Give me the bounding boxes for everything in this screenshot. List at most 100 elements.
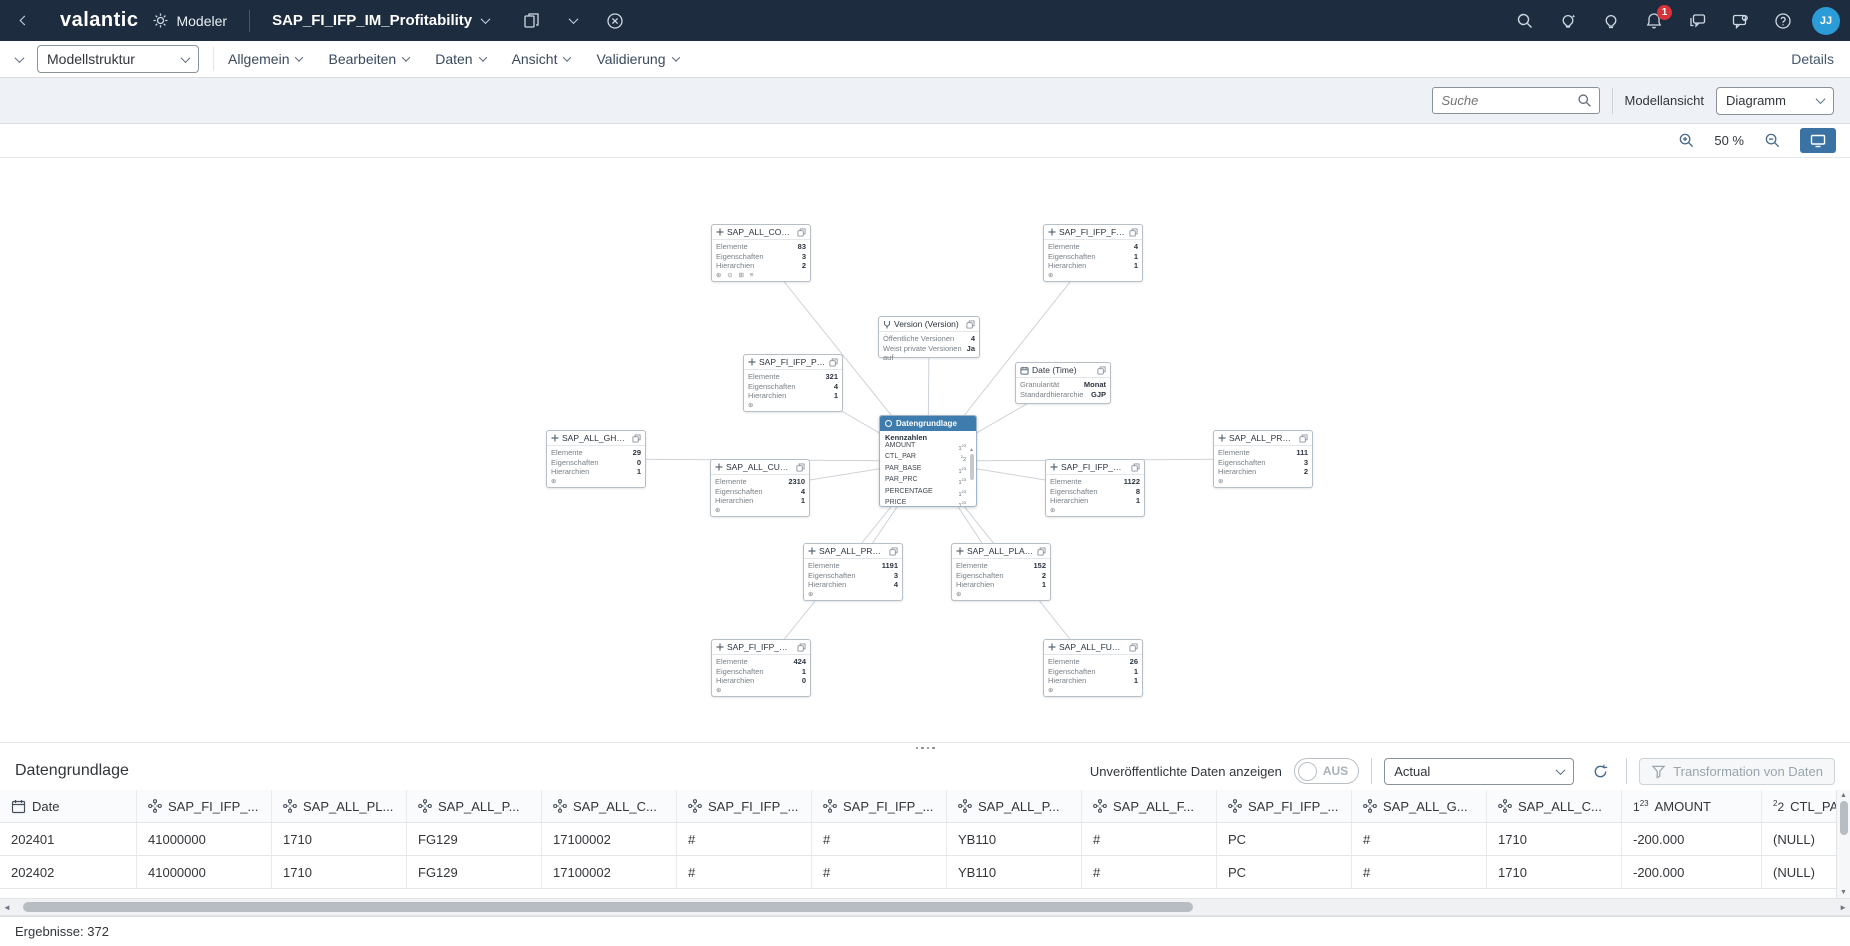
scroll-down-icon[interactable]: ▼: [1840, 889, 1847, 896]
diagram-node-gla[interactable]: SAP_FI_IFP_GLA...Elemente1122Eigenschaft…: [1045, 459, 1145, 517]
cell[interactable]: 17100002: [542, 823, 677, 855]
cell[interactable]: #: [812, 856, 947, 888]
column-header-sap-all-p-[interactable]: SAP_ALL_P...: [407, 790, 542, 822]
scroll-up-icon[interactable]: ▲: [1840, 792, 1847, 799]
overview-toggle-button[interactable]: [1800, 128, 1836, 153]
cell[interactable]: #: [1082, 856, 1217, 888]
column-header-sap-all-c-[interactable]: SAP_ALL_C...: [1487, 790, 1622, 822]
cell[interactable]: #: [1352, 856, 1487, 888]
cell[interactable]: FG129: [407, 856, 542, 888]
menu-daten[interactable]: Daten: [435, 51, 487, 67]
cell[interactable]: 17100002: [542, 856, 677, 888]
cell[interactable]: 202401: [0, 823, 137, 855]
diagram-node-custo[interactable]: SAP_ALL_CUSTO...Elemente2310Eigenschafte…: [710, 459, 810, 517]
cell[interactable]: 1710: [272, 823, 407, 855]
column-header-sap-fi-ifp-[interactable]: SAP_FI_IFP_...: [1217, 790, 1352, 822]
more-versions-button[interactable]: [559, 7, 587, 35]
copy-icon[interactable]: [1131, 462, 1140, 472]
scroll-right-icon[interactable]: ►: [1839, 902, 1847, 912]
column-header-sap-all-p-[interactable]: SAP_ALL_P...: [947, 790, 1082, 822]
menu-ansicht[interactable]: Ansicht: [512, 51, 572, 67]
structure-select[interactable]: Modellstruktur: [37, 45, 199, 73]
collapse-toolbar-button[interactable]: [14, 52, 25, 63]
notifications-button[interactable]: 1: [1640, 4, 1672, 35]
help-button[interactable]: [1769, 7, 1797, 35]
cell[interactable]: 1710: [1487, 823, 1622, 855]
copy-icon[interactable]: [797, 227, 806, 237]
menu-bearbeiten[interactable]: Bearbeiten: [328, 51, 411, 67]
discussions-button[interactable]: [1683, 7, 1711, 35]
cell[interactable]: #: [1082, 823, 1217, 855]
cell[interactable]: #: [812, 823, 947, 855]
details-link[interactable]: Details: [1791, 51, 1834, 67]
cell[interactable]: #: [1352, 823, 1487, 855]
copy-icon[interactable]: [1097, 365, 1106, 375]
copy-icon[interactable]: [1299, 433, 1308, 443]
table-vertical-scrollbar[interactable]: ▲ ▼: [1836, 790, 1850, 898]
model-title-chevron-icon[interactable]: [480, 14, 491, 25]
column-header-sap-fi-ifp-[interactable]: SAP_FI_IFP_...: [677, 790, 812, 822]
cell[interactable]: 1710: [1487, 856, 1622, 888]
cell[interactable]: YB110: [947, 856, 1082, 888]
copy-icon[interactable]: [1129, 227, 1138, 237]
cell[interactable]: 41000000: [137, 823, 272, 855]
refresh-button[interactable]: [1586, 757, 1614, 785]
feedback-button[interactable]: [1726, 7, 1754, 35]
open-in-window-button[interactable]: [517, 7, 545, 35]
copy-icon[interactable]: [797, 642, 806, 652]
search-input[interactable]: [1439, 92, 1577, 109]
cell[interactable]: FG129: [407, 823, 542, 855]
diagram-node-qua[interactable]: SAP_FI_IFP_QUA...Elemente424Eigenschafte…: [711, 639, 811, 697]
diagram-node-profi[interactable]: SAP_ALL_PROFI...Elemente111Eigenschaften…: [1213, 430, 1313, 488]
menu-validierung[interactable]: Validierung: [596, 51, 680, 67]
copy-icon[interactable]: [889, 546, 898, 556]
insights-button[interactable]: [1597, 7, 1625, 35]
copy-icon[interactable]: [796, 462, 805, 472]
cell[interactable]: -200.000: [1622, 823, 1762, 855]
zoom-in-button[interactable]: [1672, 127, 1700, 155]
hscroll-thumb[interactable]: [22, 902, 1193, 912]
column-header-date[interactable]: Date: [0, 790, 137, 822]
cell[interactable]: 202402: [0, 856, 137, 888]
diagram-node-fixv[interactable]: SAP_FI_IFP_FIXV...Elemente4Eigenschaften…: [1043, 224, 1143, 282]
menu-allgemein[interactable]: Allgemein: [228, 51, 304, 67]
search-button[interactable]: [1511, 7, 1539, 35]
close-model-button[interactable]: [601, 7, 629, 35]
cell[interactable]: YB110: [947, 823, 1082, 855]
cell[interactable]: PC: [1217, 856, 1352, 888]
copy-icon[interactable]: [1037, 546, 1046, 556]
zoom-out-button[interactable]: [1758, 127, 1786, 155]
ai-assistant-button[interactable]: [1554, 7, 1582, 35]
diagram-node-prt[interactable]: SAP_FI_IFP_PRT...Elemente321Eigenschafte…: [743, 354, 843, 412]
copy-icon[interactable]: [1129, 642, 1138, 652]
column-header-sap-all-g-[interactable]: SAP_ALL_G...: [1352, 790, 1487, 822]
diagram-node-plant[interactable]: SAP_ALL_PLANT...Elemente152Eigenschaften…: [951, 543, 1051, 601]
unpublished-toggle[interactable]: AUS: [1293, 758, 1360, 784]
column-header-sap-all-c-[interactable]: SAP_ALL_C...: [542, 790, 677, 822]
diagram-node-funct[interactable]: SAP_ALL_FUNCT...Elemente26Eigenschaften1…: [1043, 639, 1143, 697]
column-header-sap-fi-ifp-[interactable]: SAP_FI_IFP_...: [812, 790, 947, 822]
transform-data-button[interactable]: Transformation von Daten: [1639, 757, 1835, 785]
version-select[interactable]: Actual: [1384, 757, 1575, 785]
cell[interactable]: #: [677, 856, 812, 888]
cell[interactable]: PC: [1217, 823, 1352, 855]
copy-icon[interactable]: [632, 433, 641, 443]
copy-icon[interactable]: [966, 319, 975, 329]
avatar[interactable]: JJ: [1812, 6, 1840, 35]
column-header-sap-fi-ifp-[interactable]: SAP_FI_IFP_...: [137, 790, 272, 822]
table-horizontal-scrollbar[interactable]: ◄ ►: [0, 898, 1850, 916]
vscroll-thumb[interactable]: [1839, 801, 1848, 835]
